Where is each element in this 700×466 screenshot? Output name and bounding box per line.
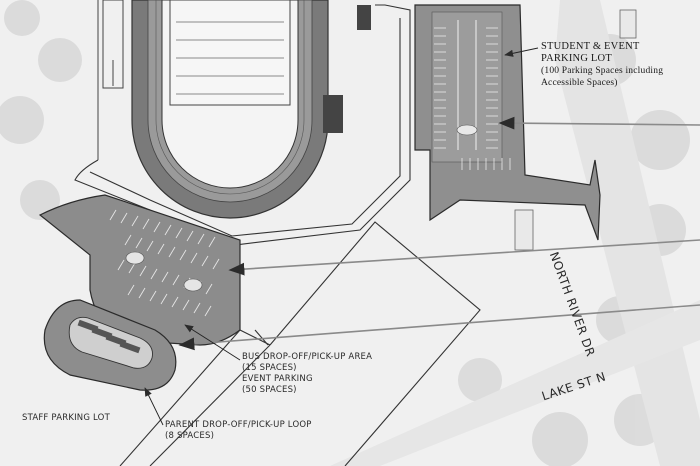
bus-stall-line [179,249,187,261]
bus-area-line2: (15 SPACES) [242,363,297,373]
bus-stall-line [149,290,157,302]
bus-stall-line [157,243,165,255]
bus-stall-line [212,258,220,270]
bus-stall-line [131,215,139,227]
bus-stall-line [175,227,183,239]
bus-stall-line [150,268,158,280]
bus-stall-line [204,305,212,317]
leader-lines [144,47,539,426]
bus-stall-line [117,259,125,271]
bus-stall-line [172,274,180,286]
bus-stall-line [161,271,169,283]
bus-stall-line [138,287,146,299]
bus-stall-line [197,233,205,245]
bus-stall-line [135,237,143,249]
student-lot-title-line1: STUDENT & EVENT [541,41,640,52]
bus-stall-line [127,284,135,296]
running-track [131,0,371,219]
callout-arrows [178,116,700,351]
bus-stall-line [193,302,201,314]
bus-stall-line [208,236,216,248]
bus-stall-line [128,262,136,274]
bus-stall-line [142,218,150,230]
parking-stall-marks [434,27,511,170]
field-stub [97,0,124,160]
parent-loop [43,299,177,391]
bus-stall-line [201,255,209,267]
bus-stall-marks [109,209,220,317]
student-lot-title-line2: PARKING LOT [541,53,612,64]
bus-stall-line [168,246,176,258]
bus-stall-line [109,209,117,221]
student-lot-detail-line1: (100 Parking Spaces including [541,66,664,76]
bus-area-label: BUS DROP-OFF/PICK-UP AREA (15 SPACES) EV… [242,352,372,396]
bus-stall-line [182,299,190,311]
student-lot-label: STUDENT & EVENT PARKING LOT (100 Parking… [541,41,663,89]
bus-area-line3: EVENT PARKING [242,374,313,384]
bus-stall-line [160,293,168,305]
lake-street-road [330,300,700,466]
parent-loop-label: PARENT DROP-OFF/PICK-UP LOOP (8 SPACES) [165,420,312,442]
parent-loop-line1: PARENT DROP-OFF/PICK-UP LOOP [165,420,312,430]
bus-stall-line [146,240,154,252]
student-lot-detail-line2: Accessible Spaces) [541,78,618,88]
bus-stall-line [171,296,179,308]
bus-stall-line [124,234,132,246]
bus-stall-line [164,224,172,236]
school-building [119,221,481,466]
bus-stall-line [205,283,213,295]
bus-stall-line [153,221,161,233]
small-structures [514,9,637,251]
bus-area-line4: (50 SPACES) [242,385,297,395]
bus-stall-line [120,212,128,224]
bus-stall-line [139,265,147,277]
bus-stall-line [186,230,194,242]
staff-lot-label: STAFF PARKING LOT [22,413,110,423]
bus-area-line1: BUS DROP-OFF/PICK-UP AREA [242,352,373,362]
bus-stall-line [190,252,198,264]
parent-loop-line2: (8 SPACES) [165,431,215,441]
